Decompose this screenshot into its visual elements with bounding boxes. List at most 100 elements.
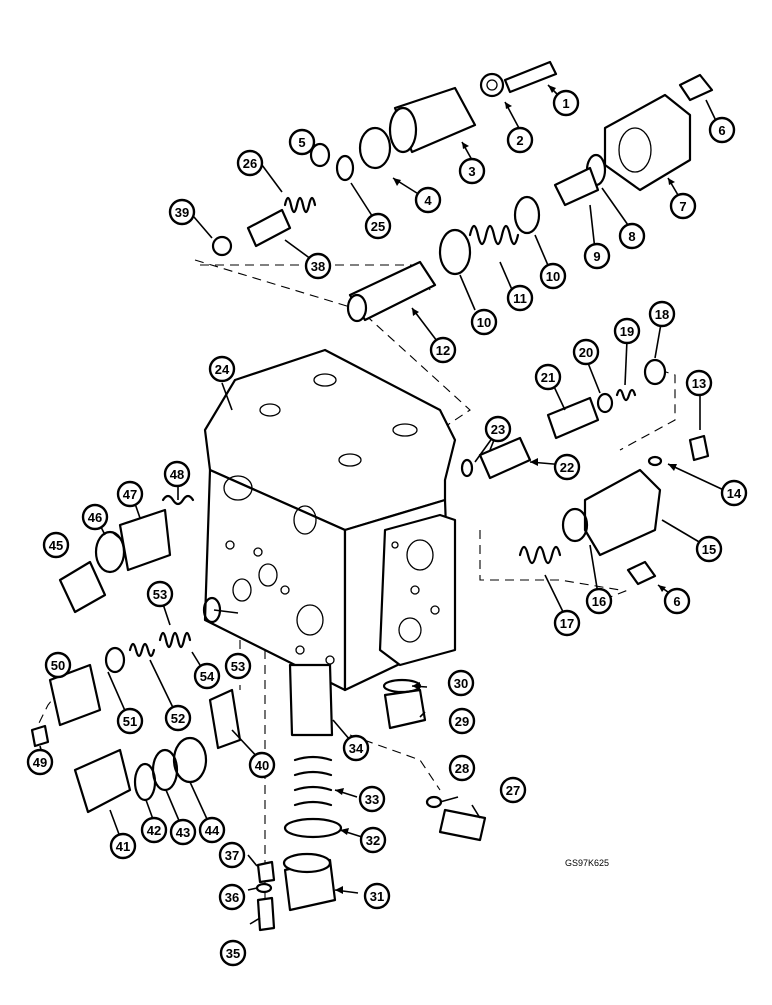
svg-text:7: 7	[679, 199, 686, 214]
callout-32: 32	[359, 826, 387, 854]
svg-text:47: 47	[123, 487, 137, 502]
svg-text:32: 32	[366, 833, 380, 848]
callout-42: 42	[140, 816, 168, 844]
callout-51: 51	[116, 707, 144, 735]
svg-text:37: 37	[225, 848, 239, 863]
callout-49: 49	[26, 748, 54, 776]
svg-text:44: 44	[205, 823, 220, 838]
svg-text:10: 10	[546, 269, 560, 284]
callout-7: 7	[669, 192, 697, 220]
svg-text:53: 53	[231, 659, 245, 674]
callout-53b: 53	[224, 652, 252, 680]
top-part-drawings	[211, 60, 714, 323]
svg-text:30: 30	[454, 676, 468, 691]
svg-text:16: 16	[592, 594, 606, 609]
callout-38: 38	[304, 252, 332, 280]
svg-text:53: 53	[153, 587, 167, 602]
callout-29: 29	[448, 707, 476, 735]
svg-text:35: 35	[226, 946, 240, 961]
callout-11: 11	[506, 284, 534, 312]
svg-text:9: 9	[593, 249, 600, 264]
callout-40: 40	[248, 751, 276, 779]
callout-13: 13	[685, 369, 713, 397]
callout-26: 26	[236, 149, 264, 177]
callout-14: 14	[720, 479, 748, 507]
callout-33: 33	[358, 785, 386, 813]
svg-text:52: 52	[171, 711, 185, 726]
callout-27: 27	[499, 776, 527, 804]
svg-text:6: 6	[673, 594, 680, 609]
svg-text:19: 19	[620, 324, 634, 339]
svg-text:15: 15	[702, 542, 716, 557]
svg-text:20: 20	[579, 345, 593, 360]
svg-text:12: 12	[436, 343, 450, 358]
svg-text:22: 22	[560, 460, 574, 475]
svg-text:3: 3	[468, 164, 475, 179]
drawing-code: GS97K625	[565, 858, 609, 868]
svg-text:21: 21	[541, 370, 555, 385]
svg-text:27: 27	[506, 783, 520, 798]
svg-text:39: 39	[175, 205, 189, 220]
svg-text:46: 46	[88, 510, 102, 525]
callout-3: 3	[458, 157, 486, 185]
svg-text:29: 29	[455, 714, 469, 729]
callout-19: 19	[613, 317, 641, 345]
callout-5: 5	[288, 128, 316, 156]
svg-text:1: 1	[562, 96, 569, 111]
callout-30: 30	[447, 669, 475, 697]
svg-text:51: 51	[123, 714, 137, 729]
svg-text:2: 2	[516, 133, 523, 148]
callout-10a: 10	[539, 262, 567, 290]
svg-text:17: 17	[560, 616, 574, 631]
svg-text:43: 43	[176, 825, 190, 840]
callout-25: 25	[364, 212, 392, 240]
svg-text:31: 31	[370, 889, 384, 904]
svg-text:40: 40	[255, 758, 269, 773]
callout-4: 4	[414, 186, 442, 214]
callout-6b: 6	[663, 587, 691, 615]
callout-8: 8	[618, 222, 646, 250]
callout-28: 28	[448, 754, 476, 782]
callout-43: 43	[169, 818, 197, 846]
callout-21: 21	[534, 363, 562, 391]
callout-31: 31	[363, 882, 391, 910]
callout-39: 39	[168, 198, 196, 226]
svg-text:8: 8	[628, 229, 635, 244]
callouts: 1 2 3 4 5 6 7 8 9 10 10 11 12 13 14 15 1…	[26, 89, 748, 967]
callout-37: 37	[218, 841, 246, 869]
svg-text:14: 14	[727, 486, 742, 501]
svg-text:13: 13	[692, 376, 706, 391]
callout-12: 12	[429, 336, 457, 364]
svg-text:50: 50	[51, 658, 65, 673]
callout-15: 15	[695, 535, 723, 563]
callout-47: 47	[116, 480, 144, 508]
callout-36: 36	[218, 883, 246, 911]
callout-16: 16	[585, 587, 613, 615]
svg-text:45: 45	[49, 538, 63, 553]
callout-35: 35	[219, 939, 247, 967]
svg-text:42: 42	[147, 823, 161, 838]
svg-text:49: 49	[33, 755, 47, 770]
callout-22: 22	[553, 453, 581, 481]
svg-text:18: 18	[655, 307, 669, 322]
svg-text:24: 24	[215, 362, 230, 377]
svg-text:10: 10	[477, 315, 491, 330]
callout-41: 41	[109, 832, 137, 860]
callout-20: 20	[572, 338, 600, 366]
svg-text:33: 33	[365, 792, 379, 807]
svg-text:34: 34	[349, 741, 364, 756]
svg-text:26: 26	[243, 156, 257, 171]
callout-1: 1	[552, 89, 580, 117]
svg-text:48: 48	[170, 467, 184, 482]
callout-24: 24	[208, 355, 236, 383]
callout-23: 23	[484, 415, 512, 443]
callout-44: 44	[198, 816, 226, 844]
lower-part-drawings	[30, 494, 487, 932]
callout-52: 52	[164, 704, 192, 732]
callout-2: 2	[506, 126, 534, 154]
svg-text:36: 36	[225, 890, 239, 905]
callout-10b: 10	[470, 308, 498, 336]
callout-34: 34	[342, 734, 370, 762]
valve-block	[203, 348, 457, 692]
svg-text:38: 38	[311, 259, 325, 274]
